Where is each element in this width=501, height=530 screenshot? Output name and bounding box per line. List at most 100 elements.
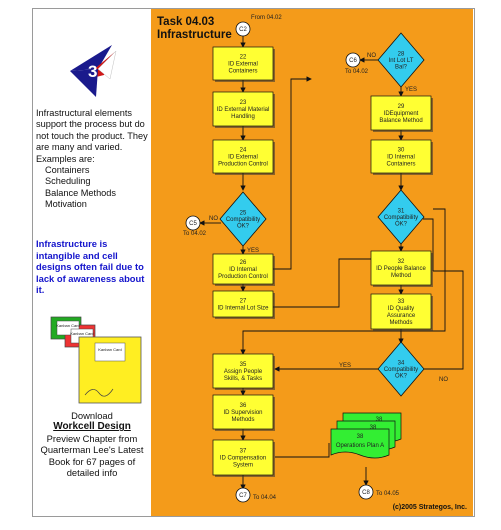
document-number: 38	[357, 434, 364, 440]
example-item: Balance Methods	[45, 187, 116, 198]
process-label: Handling	[231, 114, 255, 120]
process-label: Assign People	[224, 369, 263, 375]
process-label: Method	[391, 273, 411, 279]
connector-c2: C2	[235, 21, 251, 37]
example-item: Scheduling	[45, 176, 91, 187]
logo-number: 3	[88, 62, 97, 81]
flowchart: Task 04.03 Infrastructure From 04.02	[151, 9, 473, 516]
no-label: NO	[209, 216, 218, 222]
process-label: ID External	[228, 62, 258, 68]
process-label: Containers	[228, 69, 257, 75]
to-label-c7: To 04.04	[253, 495, 277, 501]
process-label: Assurance	[387, 313, 416, 319]
flowchart-canvas: Task 04.03 Infrastructure From 04.02	[157, 15, 467, 511]
from-label: From 04.02	[251, 15, 282, 21]
connector-label: C7	[239, 493, 247, 499]
yes-label: YES	[247, 248, 259, 254]
no-label: NO	[367, 53, 376, 59]
example-item: Motivation	[45, 199, 87, 210]
book-card-label: Kanban Card	[98, 347, 122, 352]
copyright: (c)2005 Strategos, Inc.	[393, 504, 467, 511]
process-number: 36	[240, 403, 247, 409]
book-download-link[interactable]: Workcell Design	[53, 421, 131, 433]
process-number: 33	[398, 299, 405, 305]
process-label: ID Quality	[388, 306, 414, 312]
process-number: 24	[240, 148, 247, 154]
connector-c7: C7	[235, 487, 251, 503]
to-label-c6: To 04.02	[345, 69, 369, 75]
process-number: 23	[240, 100, 247, 106]
decision-label: OK?	[395, 222, 408, 228]
process-label: Methods	[231, 417, 254, 423]
process-label: ID Internal	[387, 155, 415, 161]
connector-c5: C5	[185, 215, 201, 231]
decision-number: 34	[398, 361, 405, 367]
connector-label: C6	[349, 58, 357, 64]
intro-text: Infrastructural elements support the pro…	[36, 108, 148, 164]
no-label: NO	[439, 377, 448, 383]
download-block: Download Workcell Design Preview Chapter…	[33, 410, 151, 478]
process-label: ID Internal Lot Size	[217, 306, 269, 312]
process-number: 29	[398, 104, 405, 110]
connector-c8: C8	[358, 484, 374, 500]
page-frame: 3 Infrastructural elements support the p…	[32, 8, 475, 517]
decision-number: 31	[398, 209, 405, 215]
yes-label: YES	[339, 363, 351, 369]
process-label: ID Compensation	[220, 456, 266, 462]
decision-label: OK?	[237, 224, 250, 230]
process-number: 30	[398, 148, 405, 154]
process-label: Production Control	[218, 162, 268, 168]
book-image[interactable]: Kanban Card Kanban Card Kanban Card	[49, 315, 145, 407]
process-label: Containers	[386, 162, 415, 168]
decision-label: Int Lot LT	[389, 58, 414, 64]
yes-label: YES	[405, 87, 417, 93]
intro-text-block: Infrastructural elements support the pro…	[36, 108, 148, 211]
process-label: Skills, & Tasks	[224, 376, 262, 382]
example-item: Containers	[45, 165, 90, 176]
diagram-title: Task 04.03	[157, 16, 214, 28]
document-number: 38	[376, 417, 383, 423]
process-number: 26	[240, 260, 247, 266]
process-label: ID External Material	[217, 107, 270, 113]
sidebar: 3 Infrastructural elements support the p…	[33, 9, 151, 516]
process-label: Balance Method	[379, 118, 422, 124]
decision-label: Compatibility	[384, 367, 418, 373]
connector-c6: C6	[345, 52, 361, 68]
download-description: Preview Chapter from Quarterman Lee's La…	[40, 432, 144, 479]
document-label: Operations Plan A	[336, 443, 384, 449]
process-label: Methods	[389, 320, 412, 326]
diagram-subtitle: Infrastructure	[157, 29, 232, 41]
process-label: System	[233, 463, 253, 469]
document-number: 38	[370, 425, 377, 431]
decision-number: 25	[240, 211, 247, 217]
highlight-note: Infrastructure is intangible and cell de…	[36, 238, 145, 296]
process-number: 35	[240, 362, 247, 368]
decision-number: 28	[398, 52, 405, 58]
process-label: IDEquipment	[384, 111, 419, 117]
decision-label: Bal?	[395, 65, 408, 71]
process-label: ID External	[228, 155, 258, 161]
process-label: Production Control	[218, 274, 268, 280]
download-label: Download	[71, 410, 113, 421]
process-label: ID People Balance	[376, 266, 426, 272]
process-number: 32	[398, 259, 405, 265]
connector-label: C2	[239, 27, 247, 33]
decision-label: Compatibility	[384, 215, 418, 221]
decision-label: Compatibility	[226, 217, 260, 223]
logo-3-icon: 3	[66, 39, 124, 99]
